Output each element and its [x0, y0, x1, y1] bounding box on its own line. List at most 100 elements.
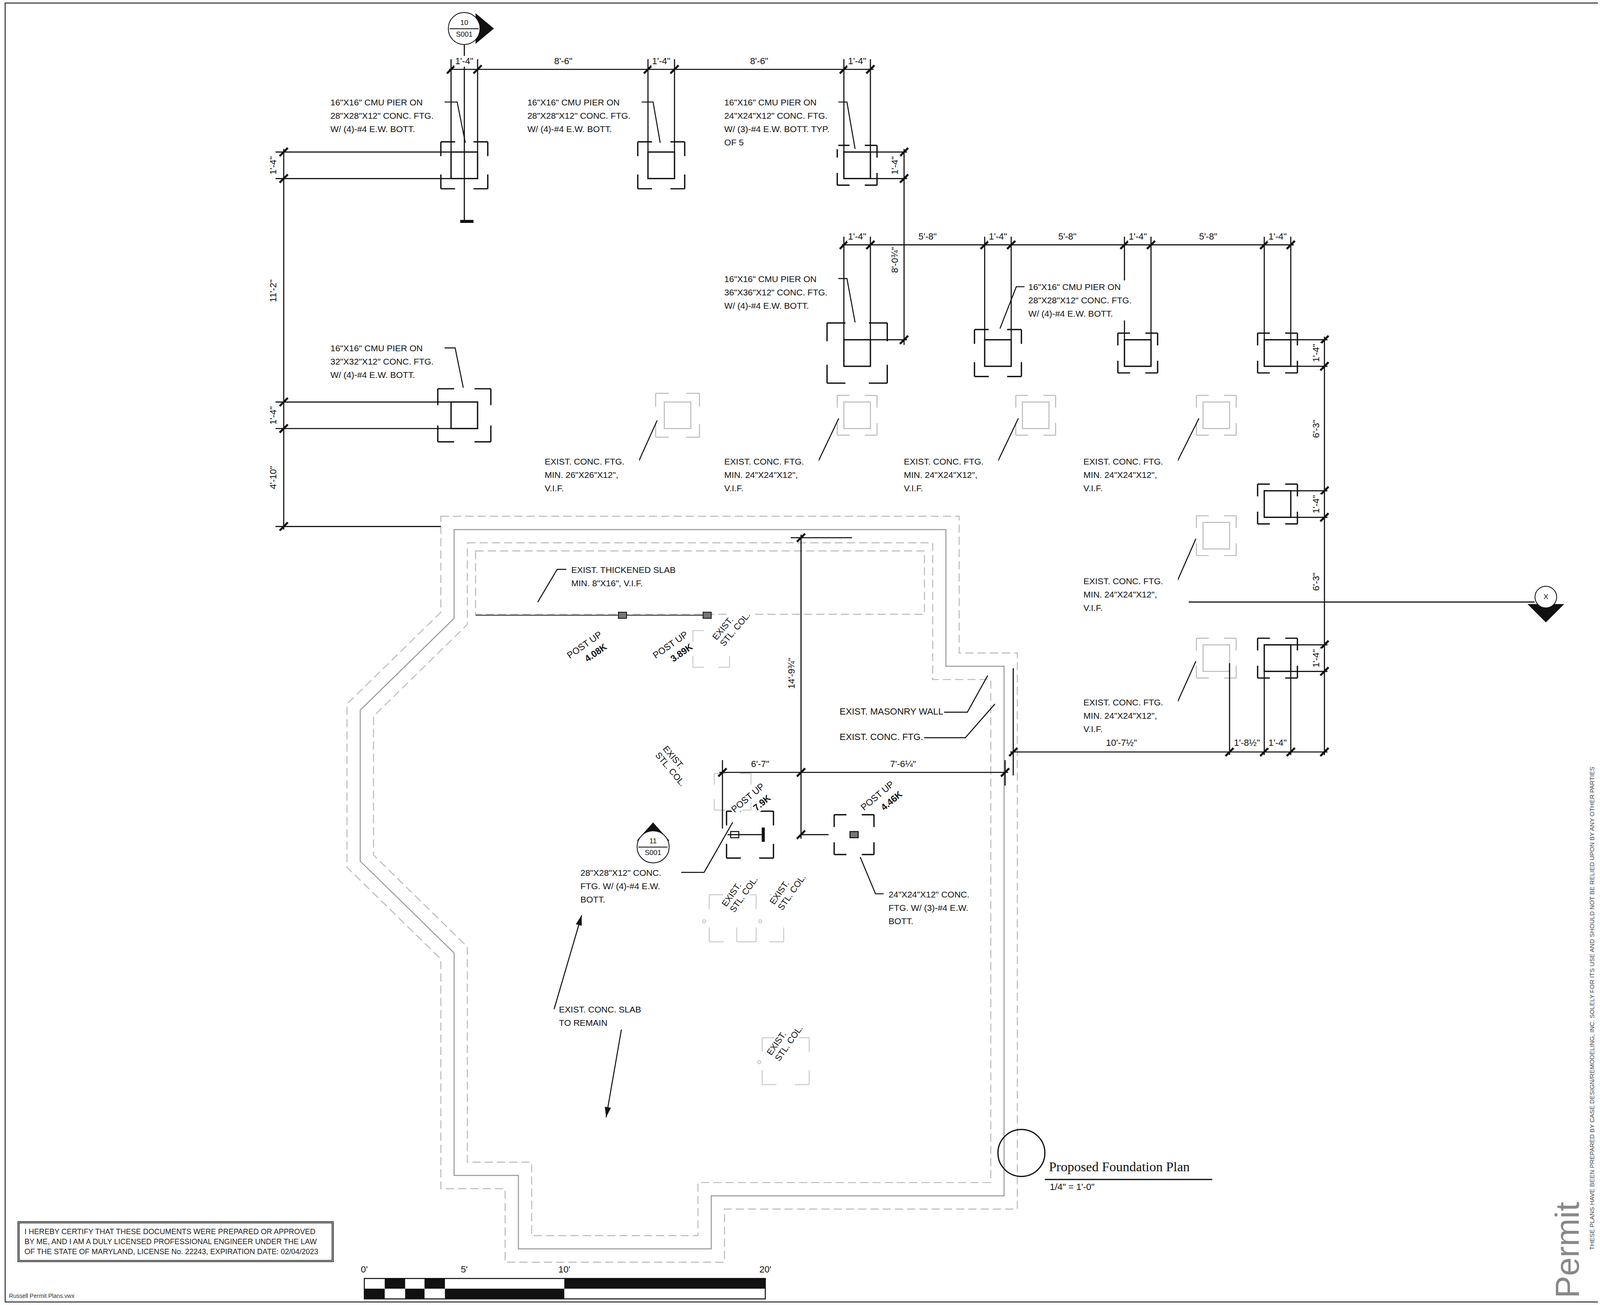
footing — [1257, 484, 1298, 525]
annotation-label: EXIST. STL. COL. — [764, 1013, 808, 1064]
annotation-label: Russell Permit Plans.vwx — [8, 1292, 76, 1299]
dimension-label: 6'-7" — [750, 758, 771, 770]
footing — [1117, 333, 1158, 374]
marker-text: S001 — [644, 848, 662, 858]
dimension-lines — [275, 59, 1328, 839]
drawing-title: Proposed Foundation Plan — [1049, 1159, 1190, 1175]
existing-footing — [655, 393, 700, 438]
dimension-label: 1'-4" — [847, 55, 868, 67]
cmu-pier — [451, 402, 478, 429]
footing — [437, 388, 491, 442]
annotation-label: EXIST. CONC. FTG. MIN. 24"X24"X12", V.I.… — [902, 455, 999, 495]
dimension-label: 8'-0¾" — [889, 246, 901, 274]
scale-segment — [405, 1288, 425, 1299]
dimension-label: 1'-4" — [1310, 648, 1322, 669]
cmu-pier — [1264, 339, 1291, 367]
section-marker: 10S001 — [447, 12, 481, 45]
leader-arrowhead — [605, 1106, 612, 1118]
marker-text: 10 — [460, 18, 469, 28]
footing — [1257, 333, 1298, 374]
scale-segment — [564, 1278, 765, 1289]
annotation-label: EXIST. THICKENED SLAB MIN. 8"X16", V.I.F… — [570, 563, 689, 590]
annotation-label: EXIST. CONC. FTG. MIN. 24"X24"X12", V.I.… — [1082, 695, 1178, 736]
annotation-label: 16"X16" CMU PIER ON 32"X32"X12" CONC. FT… — [329, 341, 445, 382]
scale-outline — [364, 1278, 765, 1299]
marker-text: X — [1543, 592, 1549, 602]
annotation-label: 16"X16" CMU PIER ON 28"X28"X12" CONC. FT… — [1027, 280, 1143, 321]
footing — [837, 145, 878, 186]
existing-wall-inner — [373, 542, 991, 1236]
existing-footing — [1196, 515, 1237, 556]
dimension-label: 7'-6¼" — [889, 758, 917, 770]
title-bubble — [997, 1129, 1045, 1177]
dimension-label: THESE PLANS HAVE BEEN PREPARED BY CASE D… — [1588, 765, 1595, 1251]
dimension-label: 1'-4" — [454, 55, 475, 67]
existing-pier — [1202, 522, 1230, 550]
section-marker: X — [1534, 585, 1558, 609]
dimension-label: 1'-4" — [1267, 231, 1288, 243]
slab-edge-line — [475, 614, 712, 616]
dimension-label: 1'-4" — [1127, 231, 1148, 243]
sheet-frame — [5, 2, 1598, 1302]
dimension-label: 6'-3" — [1310, 418, 1322, 439]
dimension-label: 5'-8" — [1057, 231, 1078, 243]
footing — [637, 141, 685, 189]
annotation-label: EXIST. CONC. FTG. MIN. 24"X24"X12", V.I.… — [1082, 455, 1178, 495]
dimension-label: 8'-6" — [553, 55, 574, 67]
footing — [827, 322, 888, 383]
annotation-label: 1/4" = 1'-0" — [1049, 1181, 1096, 1193]
cmu-pier — [984, 339, 1012, 367]
section-marker: 11S001 — [636, 830, 670, 863]
footing — [834, 814, 875, 855]
scale-segment — [364, 1288, 385, 1299]
dimension-label: 20' — [758, 1264, 773, 1275]
section-cut-line — [464, 45, 1535, 835]
title-underline — [1045, 1178, 1213, 1180]
scale-segment — [445, 1288, 565, 1299]
existing-pier — [843, 402, 871, 429]
existing-footing — [1196, 638, 1237, 679]
dimension-label: 5'-8" — [1198, 231, 1219, 243]
dimension-label: 1'-4" — [267, 405, 279, 426]
column-dot — [758, 920, 762, 923]
dimension-label: 1'-4" — [651, 55, 672, 67]
dimension-label: 1'-4" — [987, 231, 1008, 243]
annotation-label: EXIST. STL. COL. — [767, 862, 811, 913]
dimension-label: 5'-8" — [917, 231, 938, 243]
scale-segment — [424, 1278, 445, 1289]
dimension-label: 4'-10" — [267, 465, 279, 490]
dimension-label: 11'-2" — [267, 278, 279, 303]
existing-masonry-wall — [360, 529, 1005, 1249]
column-dot — [757, 1060, 761, 1064]
section-cut-end — [460, 221, 764, 842]
existing-footings — [655, 393, 1236, 678]
marker-text: S001 — [455, 30, 473, 39]
dimension-label: 8'-6" — [749, 55, 770, 67]
cmu-pier — [1264, 645, 1291, 672]
annotation-label: EXIST. CONC. FTG. MIN. 26"X26"X12", V.I.… — [543, 455, 640, 495]
cmu-pier — [1124, 339, 1152, 367]
column-dot — [702, 920, 706, 923]
marker-divider — [449, 28, 479, 30]
dimension-label: 1'-4" — [847, 231, 868, 243]
dimension-label: 1'-4" — [889, 155, 901, 176]
existing-pier — [1022, 402, 1050, 429]
dimension-label: 6'-3" — [1310, 571, 1322, 592]
post-symbol — [618, 612, 627, 619]
existing-steel-columns — [692, 630, 810, 1085]
post-symbol — [702, 612, 712, 619]
dimension-label: 14'-9¾" — [786, 657, 798, 690]
annotation-label: 16"X16" CMU PIER ON 28"X28"X12" CONC. FT… — [526, 95, 642, 136]
annotation-label: 24"X24"X12" CONC. FTG. W/ (3)-#4 E.W. BO… — [887, 887, 990, 928]
leader-arrowhead — [575, 915, 582, 926]
dimension-label: 1'-4" — [1267, 737, 1288, 749]
dimension-label: 10' — [557, 1264, 572, 1275]
dimension-label: 1'-4" — [1310, 494, 1322, 515]
graphic-scale-bar — [364, 1278, 765, 1299]
scale-segment — [384, 1278, 405, 1289]
leader-lines — [424, 102, 1200, 1118]
existing-footing — [1196, 395, 1237, 436]
certification-text: I HEREBY CERTIFY THAT THESE DOCUMENTS WE… — [24, 1226, 327, 1257]
existing-pier — [664, 402, 691, 429]
